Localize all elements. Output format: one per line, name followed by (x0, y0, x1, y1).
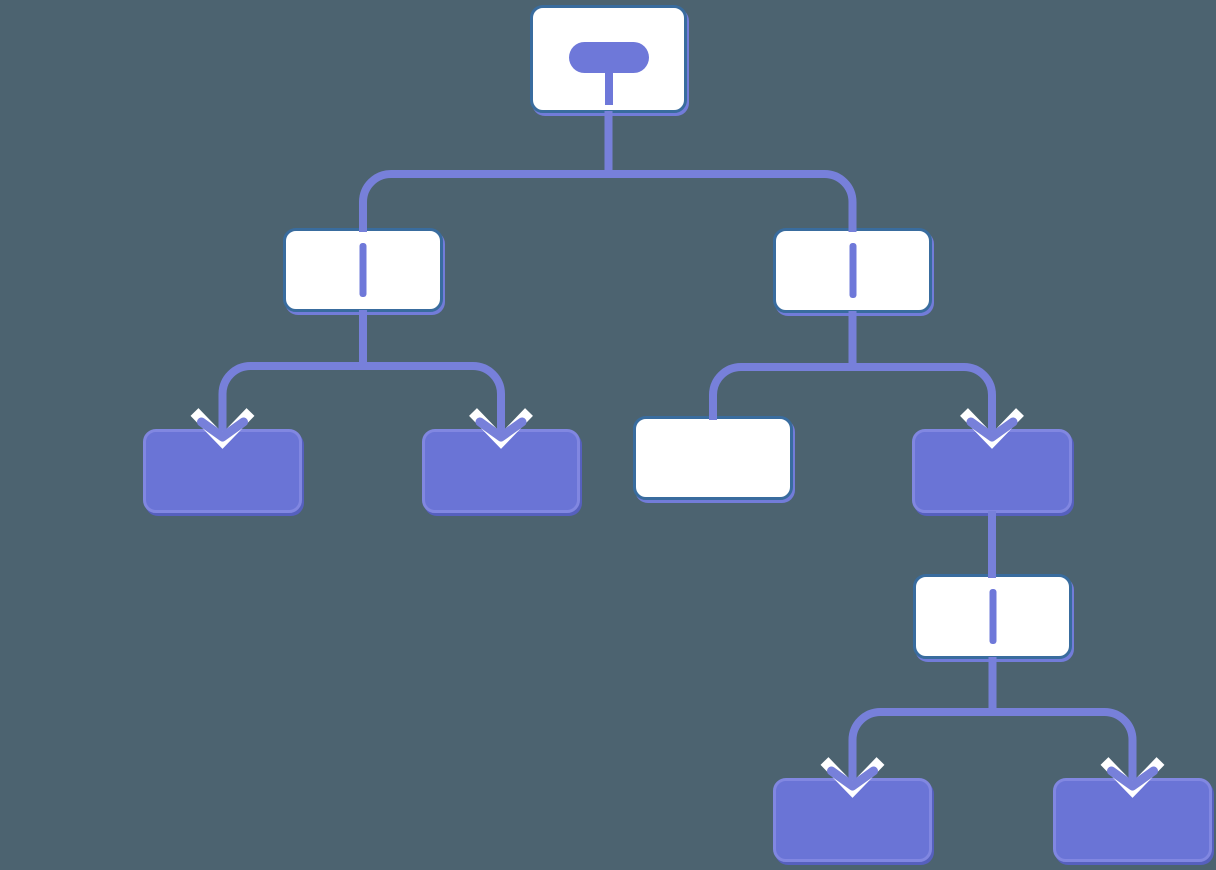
root-pill-stem-icon (604, 70, 613, 105)
connector-edge (359, 170, 857, 232)
tree-node-branch-right[interactable] (773, 228, 932, 313)
tree-node-leaf-collapsed-4[interactable] (1053, 778, 1212, 862)
vertical-line-icon (359, 243, 367, 297)
tree-node-leaf-collapsed-2[interactable] (422, 429, 580, 513)
vertical-line-icon (849, 243, 856, 298)
tree-node-leaf-collapsed-1[interactable] (143, 429, 302, 513)
tree-node-root[interactable] (530, 5, 687, 113)
tree-node-branch-left[interactable] (283, 228, 443, 312)
vertical-line-icon (989, 589, 996, 644)
connector-edge (848, 708, 1137, 762)
connector-edge (709, 363, 996, 420)
root-pill-icon (568, 42, 649, 73)
tree-node-leaf-empty[interactable] (633, 416, 793, 500)
tree-node-leaf-collapsed-3[interactable] (773, 778, 932, 862)
tree-node-branch-bottom[interactable] (913, 574, 1072, 659)
connector-edge (218, 362, 505, 413)
tree-node-branch-collapsed[interactable] (912, 429, 1072, 513)
